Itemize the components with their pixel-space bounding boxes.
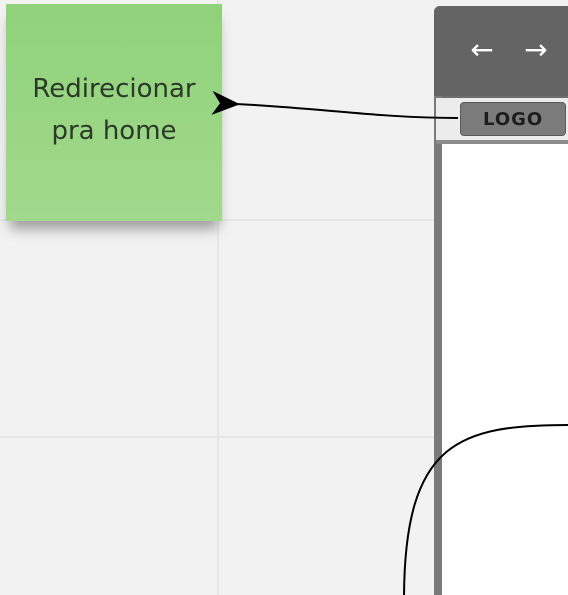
browser-wireframe[interactable]: ← → LOGO bbox=[434, 6, 568, 595]
wireframe-header: LOGO bbox=[436, 98, 568, 144]
wireframe-left-border bbox=[434, 96, 442, 595]
sticky-note-text: Redirecionar pra home bbox=[32, 74, 196, 146]
arrow-left-icon[interactable]: ← bbox=[470, 33, 494, 66]
sticky-note[interactable]: Redirecionar pra home bbox=[6, 4, 222, 221]
arrow-connector[interactable] bbox=[211, 90, 459, 119]
wireframe-content-area bbox=[442, 144, 568, 595]
browser-toolbar: ← → bbox=[434, 6, 568, 96]
arrow-right-icon[interactable]: → bbox=[524, 33, 548, 66]
grid-line bbox=[0, 436, 434, 438]
logo-button[interactable]: LOGO bbox=[460, 102, 566, 136]
grid-line bbox=[217, 0, 219, 595]
